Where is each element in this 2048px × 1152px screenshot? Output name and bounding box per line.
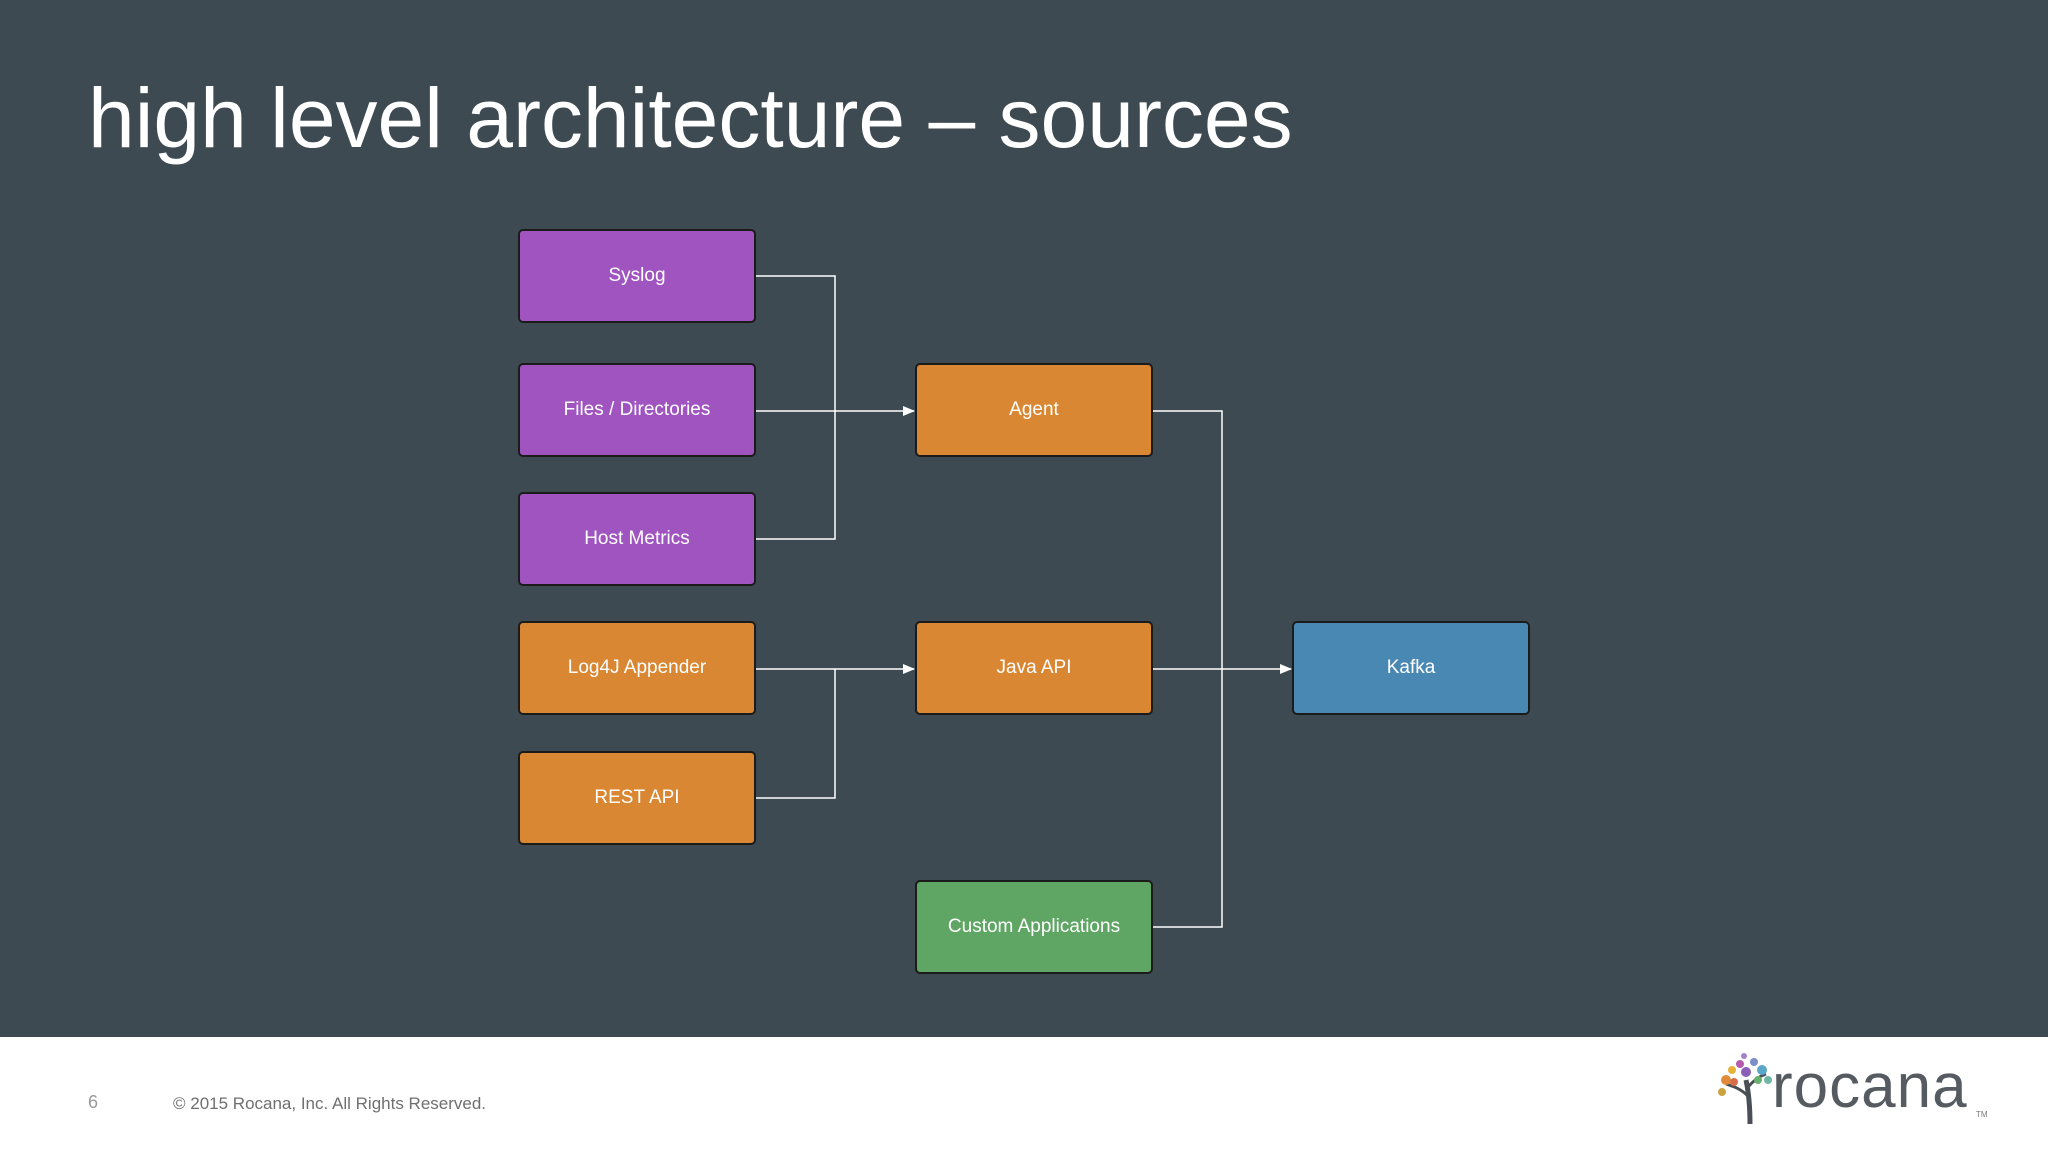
node-label: Agent <box>1009 399 1059 420</box>
node-kafka: Kafka <box>1292 621 1530 715</box>
node-label: Syslog <box>608 265 666 286</box>
slide-title: high level architecture – sources <box>88 71 1293 165</box>
edge-syslog-agent <box>756 275 836 411</box>
logo-trademark: TM <box>1976 1110 1988 1119</box>
edge-rest-api-java-api <box>756 669 836 799</box>
edge-host-metrics-agent <box>756 411 836 540</box>
node-log4j-appender: Log4J Appender <box>518 621 756 715</box>
node-label: Host Metrics <box>584 528 690 549</box>
rocana-logo: rocana TM <box>1716 1050 1996 1130</box>
node-label: Java API <box>996 657 1072 678</box>
node-host-metrics: Host Metrics <box>518 492 756 586</box>
node-label: REST API <box>594 787 680 808</box>
node-syslog: Syslog <box>518 229 756 323</box>
node-label: Files / Directories <box>563 399 711 420</box>
node-custom-applications: Custom Applications <box>915 880 1153 974</box>
connector-lines <box>756 275 1292 928</box>
tree-icon <box>1718 1053 1772 1125</box>
node-rest-api: REST API <box>518 751 756 845</box>
edge-agent-kafka <box>1153 410 1223 669</box>
node-agent: Agent <box>915 363 1153 457</box>
node-java-api: Java API <box>915 621 1153 715</box>
slide-background: high level architecture – sources Syslog… <box>0 0 2048 1037</box>
node-label: Kafka <box>1386 657 1436 678</box>
node-label: Custom Applications <box>947 916 1121 937</box>
page-number: 6 <box>88 1092 99 1112</box>
node-label: Log4J Appender <box>567 657 707 678</box>
copyright-text: © 2015 Rocana, Inc. All Rights Reserved. <box>173 1094 487 1113</box>
node-files-directories: Files / Directories <box>518 363 756 457</box>
edge-custom-apps-kafka <box>1153 669 1223 928</box>
logo-wordmark: rocana <box>1772 1052 1968 1121</box>
